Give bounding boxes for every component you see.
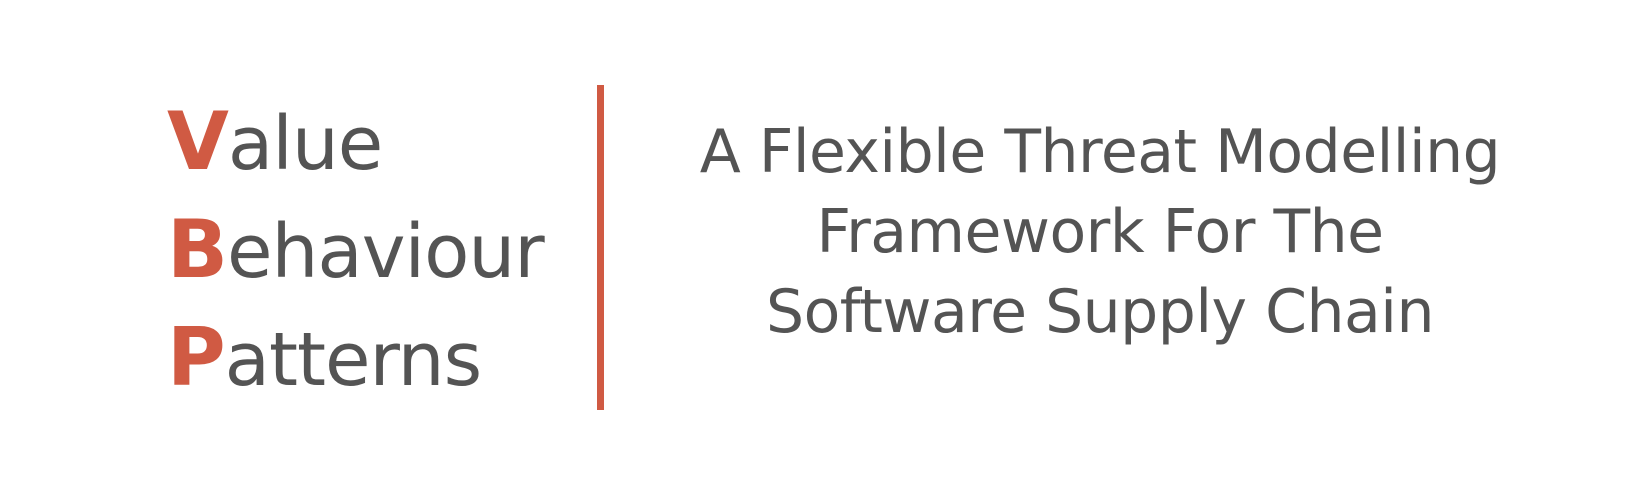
tagline-line: A Flexible Threat Modelling: [699, 117, 1501, 187]
acronym-initial: B: [167, 203, 228, 296]
acronym-block: Value Behaviour Patterns: [167, 88, 587, 412]
tagline: A Flexible Threat Modelling Framework Fo…: [640, 112, 1560, 352]
acronym-word-rest: atterns: [224, 317, 482, 403]
acronym-line-value: Value: [167, 88, 587, 196]
acronym-initial: P: [167, 311, 226, 404]
tagline-line: Framework For The: [816, 197, 1384, 267]
vertical-divider: [597, 85, 604, 410]
acronym-initial: V: [167, 95, 229, 188]
acronym-line-patterns: Patterns: [167, 304, 587, 412]
tagline-line: Software Supply Chain: [766, 277, 1435, 347]
acronym-word-rest: alue: [227, 101, 383, 187]
acronym-word-rest: ehaviour: [226, 209, 545, 295]
acronym-line-behaviour: Behaviour: [167, 196, 587, 304]
